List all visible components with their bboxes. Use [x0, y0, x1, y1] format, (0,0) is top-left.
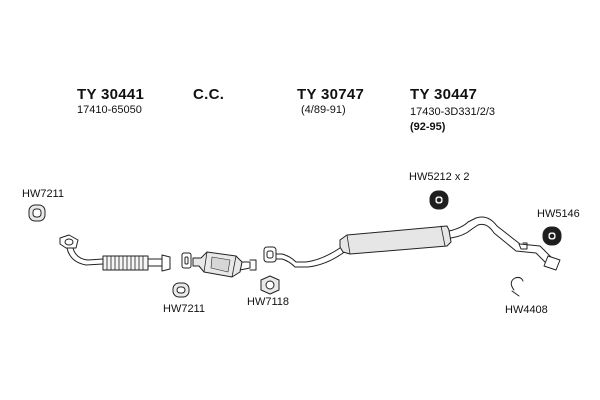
intermediate-pipe: [275, 243, 349, 268]
date-range-intermediate: (4/89-91): [301, 104, 346, 116]
gasket-hw7118: [260, 246, 280, 295]
hanger-hw5146: [542, 226, 562, 246]
fitting-label-hw7211-bottom: HW7211: [163, 303, 205, 315]
clip-hw4408: [510, 276, 524, 297]
fitting-label-hw5212: HW5212 x 2: [409, 171, 470, 183]
part-number-rear: TY 30447: [410, 86, 478, 103]
part-number-front-pipe: TY 30441: [77, 86, 145, 103]
part-label-catalytic: C.C.: [193, 86, 225, 103]
oem-ref-front-pipe: 17410-65050: [77, 104, 142, 116]
part-number-intermediate: TY 30747: [297, 86, 365, 103]
date-range-rear: (92-95): [410, 121, 446, 133]
rear-silencer: [339, 216, 561, 271]
fitting-label-hw7118: HW7118: [247, 296, 289, 308]
gasket-hw7211-top: [28, 204, 46, 222]
catalytic-converter: [192, 251, 257, 278]
flange-ring-cat-inlet: [181, 252, 192, 269]
fitting-label-hw4408: HW4408: [505, 304, 548, 316]
oem-ref-rear: 17430-3D331/2/3: [410, 106, 496, 118]
front-pipe: [59, 234, 171, 272]
fitting-label-hw7211-top: HW7211: [22, 188, 64, 200]
gasket-hw7211-bottom: [172, 282, 190, 298]
hanger-hw5212: [429, 190, 449, 210]
fitting-label-hw5146: HW5146: [537, 208, 580, 220]
